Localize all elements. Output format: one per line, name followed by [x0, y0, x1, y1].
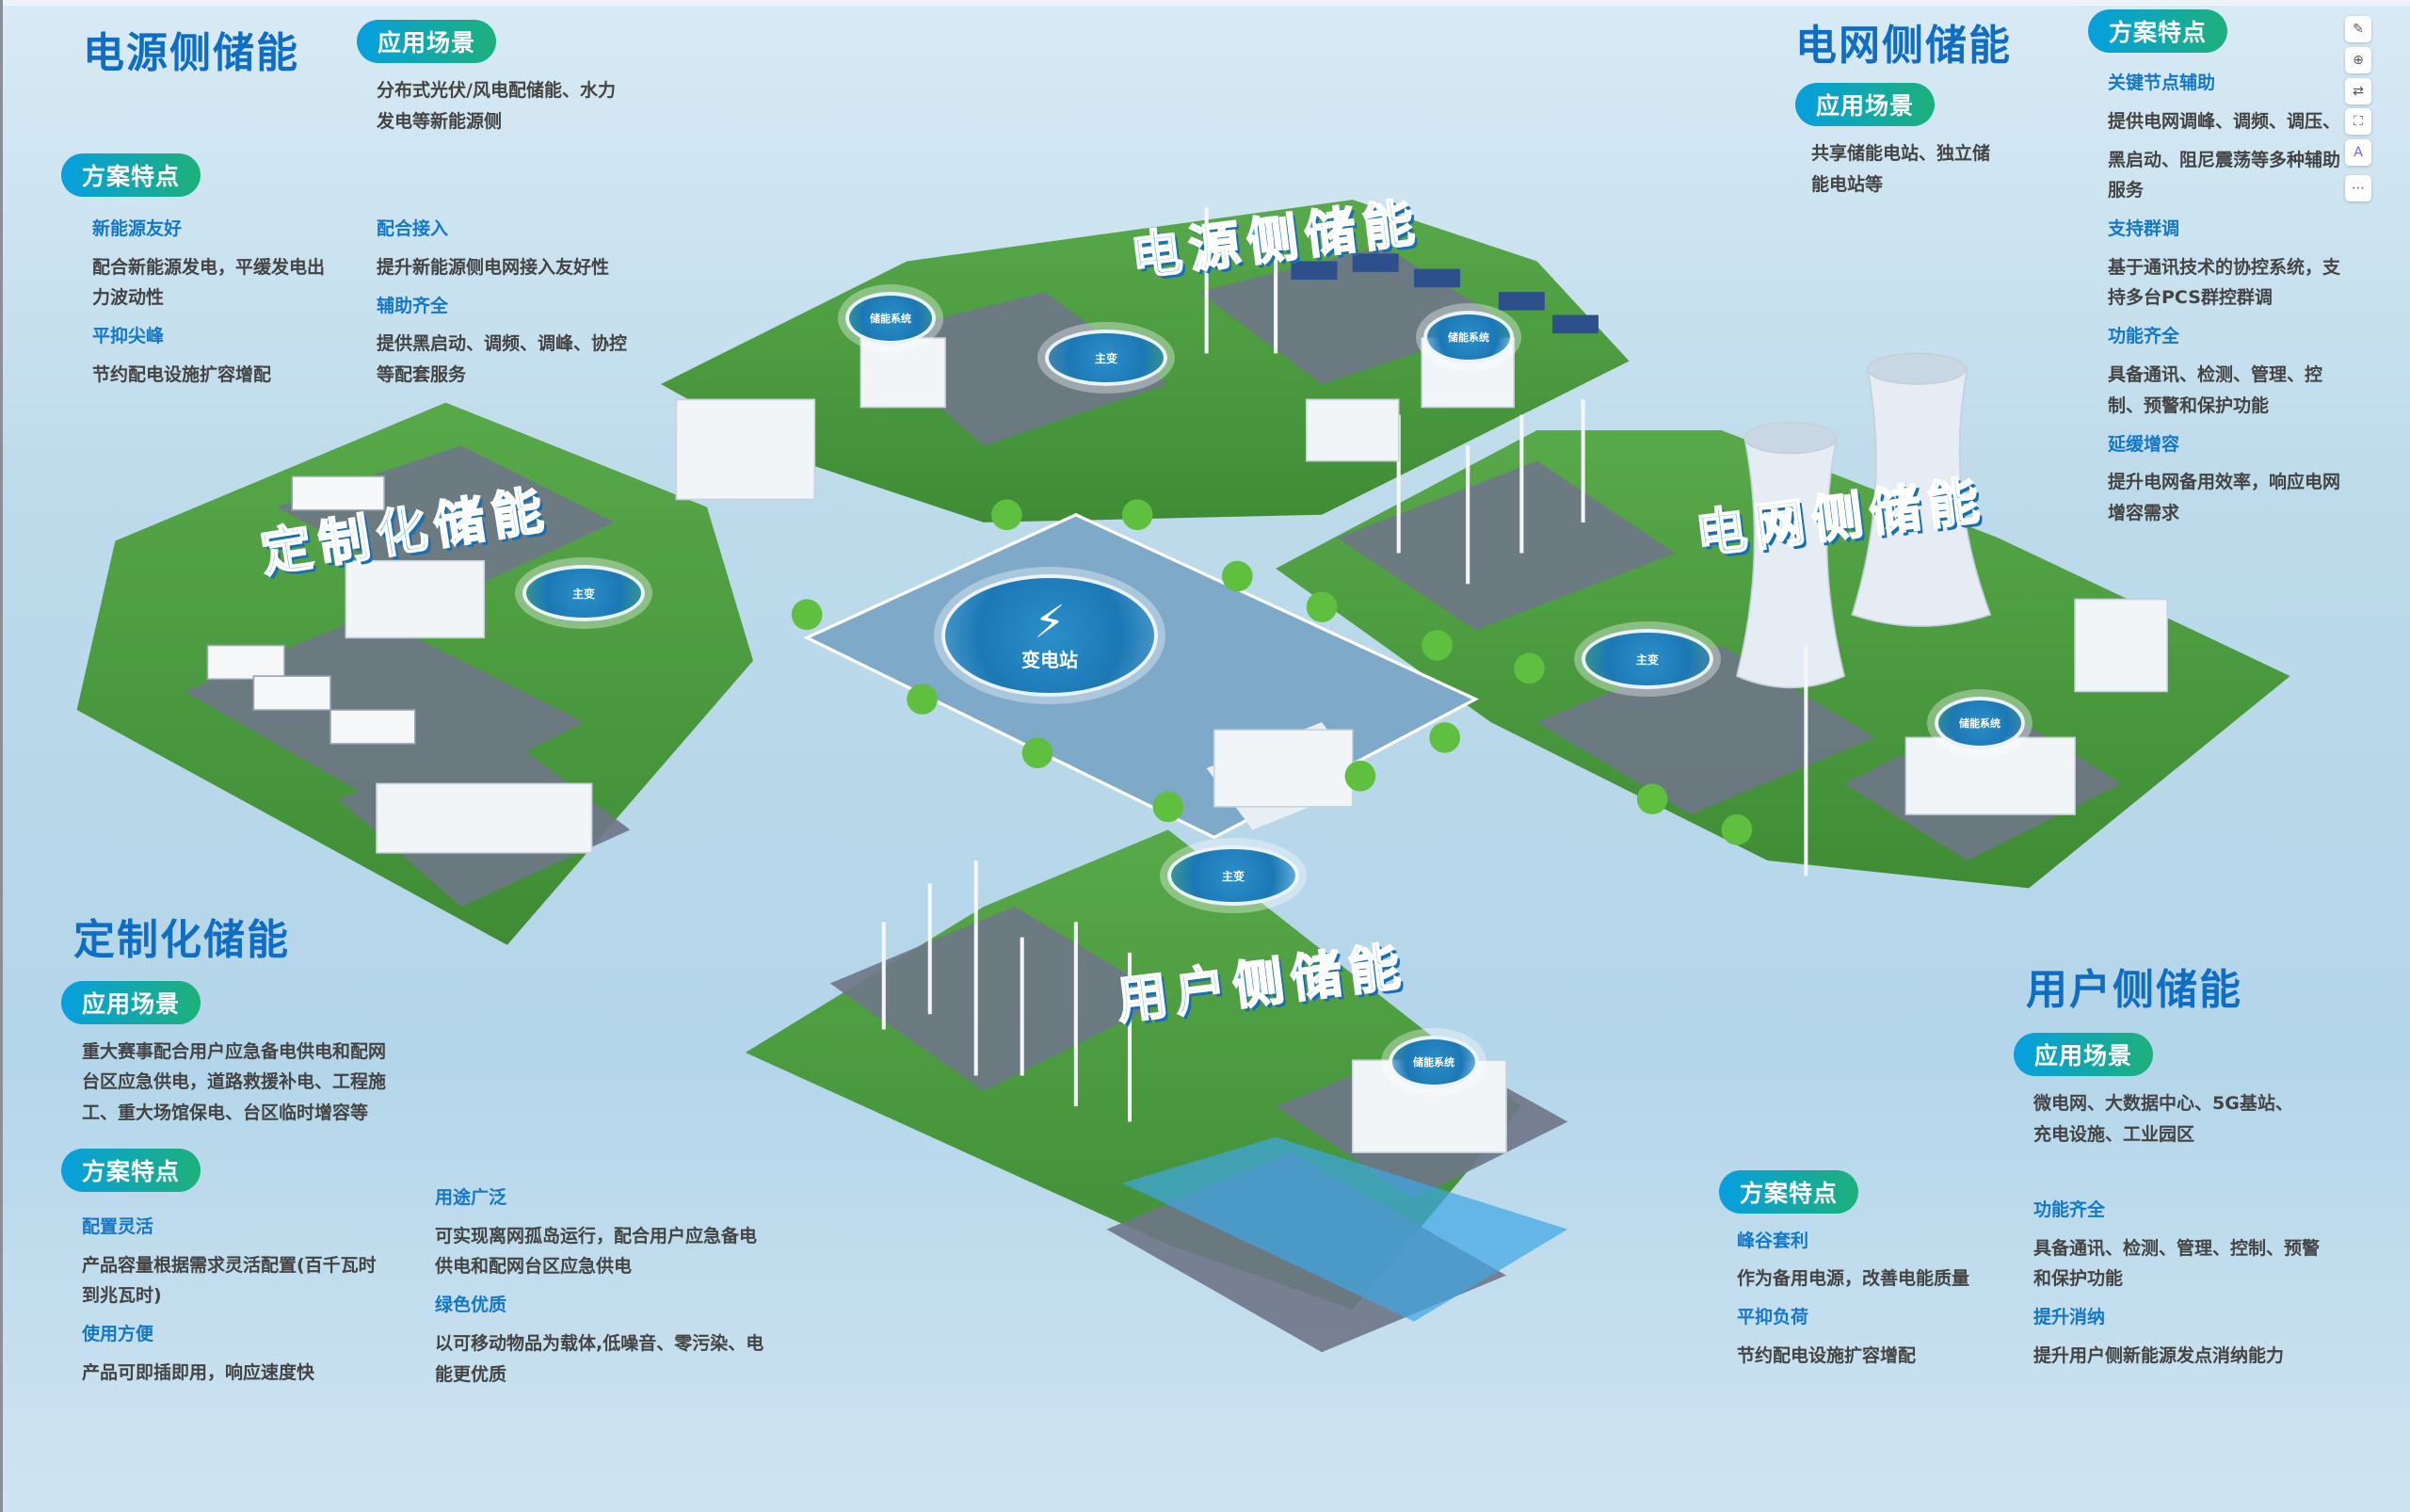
feature-text: 可实现离网孤岛运行，配合用户应急备电 — [435, 1226, 758, 1247]
power-feature-badge: 方案特点 — [61, 153, 201, 197]
power-scene-badge: 应用场景 — [357, 20, 496, 63]
feature-heading: 绿色优质 — [435, 1295, 507, 1315]
user-scene-badge: 应用场景 — [2014, 1033, 2153, 1076]
transformer-tag: 主变 — [1582, 629, 1713, 689]
feature-heading: 平抑负荷 — [1737, 1307, 1809, 1327]
scene-line: 分布式光伏/风电配储能、水力 — [377, 80, 616, 101]
grid-scene-badge: 应用场景 — [1795, 83, 1935, 126]
scene-line: 发电等新能源侧 — [377, 111, 503, 132]
feature-heading: 峰谷套利 — [1737, 1231, 1809, 1251]
feature-heading: 使用方便 — [82, 1324, 154, 1344]
scene-line: 微电网、大数据中心、5G基站、 — [2033, 1093, 2293, 1114]
transformer-tag: 主变 — [1167, 845, 1299, 906]
zoom-in-icon[interactable]: ⊕ — [2345, 47, 2371, 73]
user-feature-badge: 方案特点 — [1719, 1170, 1858, 1214]
trucks — [206, 475, 416, 745]
trees — [791, 499, 1753, 845]
scene-line: 充电设施、工业园区 — [2033, 1124, 2195, 1145]
feature-text: 增容需求 — [2108, 503, 2180, 523]
feature-heading: 新能源友好 — [92, 218, 183, 239]
feature-text: 能更优质 — [435, 1364, 507, 1385]
feature-heading: 配合接入 — [377, 218, 449, 239]
feature-text: 提升电网备用效率，响应电网 — [2108, 472, 2341, 492]
feature-heading: 配置灵活 — [82, 1216, 154, 1237]
feature-text: 配合新能源发电，平缓发电出 — [92, 257, 326, 278]
feature-text: 持多台PCS群控群调 — [2108, 287, 2273, 308]
feature-heading: 延缓增容 — [2108, 434, 2180, 455]
grid-feature-badge: 方案特点 — [2088, 9, 2227, 53]
scene-line: 重大赛事配合用户应急备电供电和配网 — [82, 1041, 387, 1062]
feature-text: 到兆瓦时) — [82, 1285, 162, 1306]
feature-text: 作为备用电源，改善电能质量 — [1737, 1268, 1970, 1289]
charging-area — [1121, 1136, 1568, 1322]
top-bar — [0, 0, 2410, 6]
translate-icon[interactable]: ⇄ — [2345, 78, 2371, 105]
buildings — [345, 337, 2168, 1153]
custom-title: 定制化储能 — [73, 916, 290, 964]
scene-line: 能电站等 — [1811, 174, 1884, 195]
feature-text: 力波动性 — [92, 287, 165, 308]
more-icon[interactable]: ⋯ — [2345, 175, 2371, 201]
custom-scene-badge: 应用场景 — [61, 981, 201, 1024]
solar-panels — [1291, 253, 1599, 334]
feature-text: 和保护功能 — [2033, 1268, 2124, 1289]
feature-text: 具备通讯、检测、管理、控制、预警 — [2033, 1238, 2321, 1259]
feature-text: 节约配电设施扩容增配 — [1737, 1345, 1917, 1366]
feature-text: 提升新能源侧电网接入友好性 — [377, 257, 610, 278]
text-recognition-icon[interactable]: A — [2345, 139, 2371, 166]
substation-tag: ⚡ 变电站 — [941, 574, 1158, 697]
feature-heading: 功能齐全 — [2033, 1199, 2106, 1220]
feature-text: 基于通讯技术的协控系统，支 — [2108, 257, 2341, 278]
feature-heading: 辅助齐全 — [377, 296, 449, 316]
storage-tag: 储能系统 — [1935, 697, 2025, 749]
transformer-tag: 主变 — [1045, 330, 1167, 386]
feature-text: 提升用户侧新能源发点消纳能力 — [2033, 1345, 2285, 1366]
feature-text: 产品可即插即用，响应速度快 — [82, 1362, 315, 1383]
tower-icon: ⚡ — [1034, 595, 1066, 649]
user-side-title: 用户侧储能 — [2026, 966, 2242, 1014]
feature-text: 以可移动物品为载体,低噪音、零污染、电 — [435, 1333, 764, 1354]
storage-tag: 储能系统 — [1389, 1036, 1479, 1088]
feature-heading: 支持群调 — [2108, 218, 2180, 239]
feature-heading: 提升消纳 — [2033, 1307, 2106, 1327]
image-edit-icon[interactable]: ✎ — [2345, 16, 2371, 42]
feature-heading: 平抑尖峰 — [92, 326, 165, 346]
feature-heading: 关键节点辅助 — [2108, 72, 2216, 93]
custom-feature-badge: 方案特点 — [61, 1149, 201, 1192]
scene-line: 共享储能电站、独立储 — [1811, 143, 1991, 164]
grid-side-title: 电网侧储能 — [1795, 22, 2012, 70]
cooling-towers — [1735, 352, 1992, 689]
feature-text: 服务 — [2108, 180, 2145, 201]
feature-text: 产品容量根据需求灵活配置(百千瓦时 — [82, 1255, 377, 1276]
feature-text: 等配套服务 — [377, 364, 467, 385]
feature-text: 提供黑启动、调频、调峰、协控 — [377, 333, 628, 354]
wind-turbines — [881, 207, 1808, 1122]
feature-text: 供电和配网台区应急供电 — [435, 1256, 633, 1277]
feature-heading: 功能齐全 — [2108, 326, 2180, 346]
feature-text: 黑启动、阻尼震荡等多种辅助 — [2108, 150, 2341, 170]
feature-text: 具备通讯、检测、管理、控 — [2108, 364, 2323, 385]
power-side-title: 电源侧储能 — [83, 29, 299, 77]
scene-line: 台区应急供电，道路救援补电、工程施 — [82, 1071, 387, 1092]
storage-tag: 储能系统 — [1423, 311, 1514, 363]
scene-line: 工、重大场馆保电、台区临时增容等 — [82, 1102, 369, 1123]
transformer-tag: 主变 — [522, 565, 645, 621]
left-border — [0, 0, 3, 1512]
scan-icon[interactable]: ⛶ — [2345, 108, 2371, 135]
feature-heading: 用途广泛 — [435, 1187, 507, 1208]
feature-text: 提供电网调峰、调频、调压、 — [2108, 111, 2341, 132]
feature-text: 制、预警和保护功能 — [2108, 395, 2270, 416]
storage-tag: 储能系统 — [845, 292, 936, 345]
feature-text: 节约配电设施扩容增配 — [92, 364, 272, 385]
